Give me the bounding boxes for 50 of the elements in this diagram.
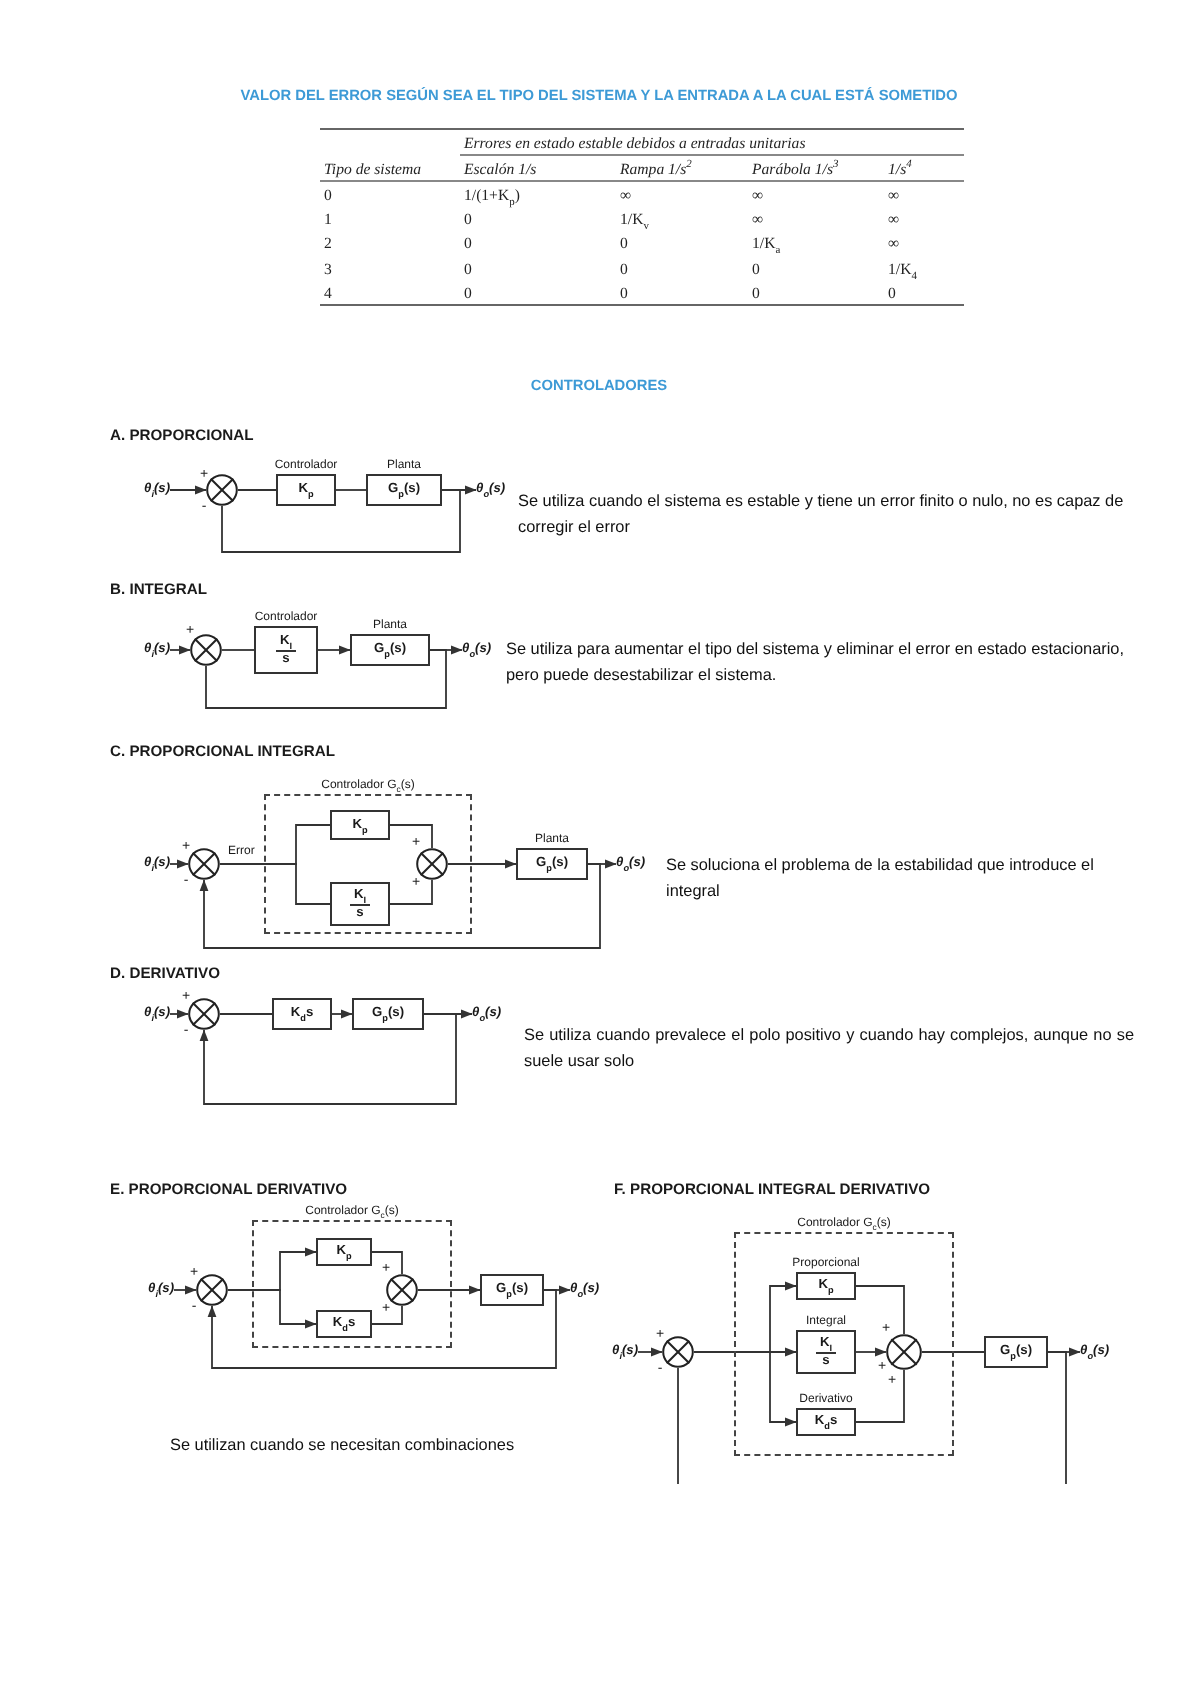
- arrow: [169, 645, 191, 655]
- arrow: [169, 485, 207, 495]
- arrow: [207, 1289, 557, 1369]
- transfer-block: [330, 810, 390, 840]
- description-text: Se utiliza cuando prevalece el polo positivo y cuando hay complejos, aunque no se suele usar solo: [524, 1024, 1134, 1074]
- description-text: Se utilizan cuando se necesitan combinaciones: [170, 1434, 515, 1458]
- description-text: Se utiliza cuando el sistema es estable y tiene un error finito o nulo, no es capaz de corregir el error: [518, 490, 1126, 540]
- connector-line: [371, 1305, 403, 1325]
- connector-line: [389, 824, 433, 849]
- description-text: Se soluciona el problema de la estabilidad que introduce el integral: [666, 854, 1096, 904]
- connector-line: [1047, 1351, 1067, 1485]
- connector-line: [855, 1369, 905, 1423]
- arrow: [227, 1289, 317, 1329]
- transfer-block: [330, 882, 390, 926]
- arrow: [173, 1285, 197, 1295]
- arrow: [317, 645, 351, 655]
- transfer-block: [316, 1238, 372, 1266]
- connector-line: [855, 1285, 905, 1335]
- arrow: [855, 1347, 887, 1357]
- arrow: [199, 863, 601, 949]
- connector-line: [335, 489, 367, 491]
- connector-line: [221, 649, 255, 651]
- connector-line: [221, 489, 461, 553]
- arrow: [693, 1351, 797, 1427]
- arrow: [417, 1285, 481, 1295]
- transfer-block: [984, 1336, 1048, 1368]
- connector-line: [371, 1251, 403, 1275]
- transfer-block: [316, 1310, 372, 1338]
- arrow: [331, 1009, 353, 1019]
- summing-junction: [662, 1336, 694, 1368]
- connector-line: [389, 879, 433, 905]
- arrow: [447, 859, 517, 869]
- transfer-block: [272, 998, 332, 1030]
- summing-junction: [188, 848, 220, 880]
- connector-line: [921, 1351, 985, 1353]
- connector-line: [219, 863, 331, 905]
- connector-line: [677, 1367, 679, 1485]
- summing-junction: [188, 998, 220, 1030]
- arrow: [169, 859, 189, 869]
- description-text: Se utiliza para aumentar el tipo del sistema y eliminar el error en estado estacionario, pero puede desestabilizar el sistema.: [506, 638, 1127, 688]
- transfer-block: [480, 1274, 544, 1306]
- arrow: [637, 1347, 663, 1357]
- arrow: [169, 1009, 189, 1019]
- connector-line: [205, 649, 447, 709]
- summing-junction: [206, 474, 238, 506]
- connector-line: [237, 489, 277, 491]
- transfer-block: [352, 998, 424, 1030]
- arrow: [199, 1013, 457, 1105]
- connector-line: [219, 1013, 273, 1015]
- summing-junction: [196, 1274, 228, 1306]
